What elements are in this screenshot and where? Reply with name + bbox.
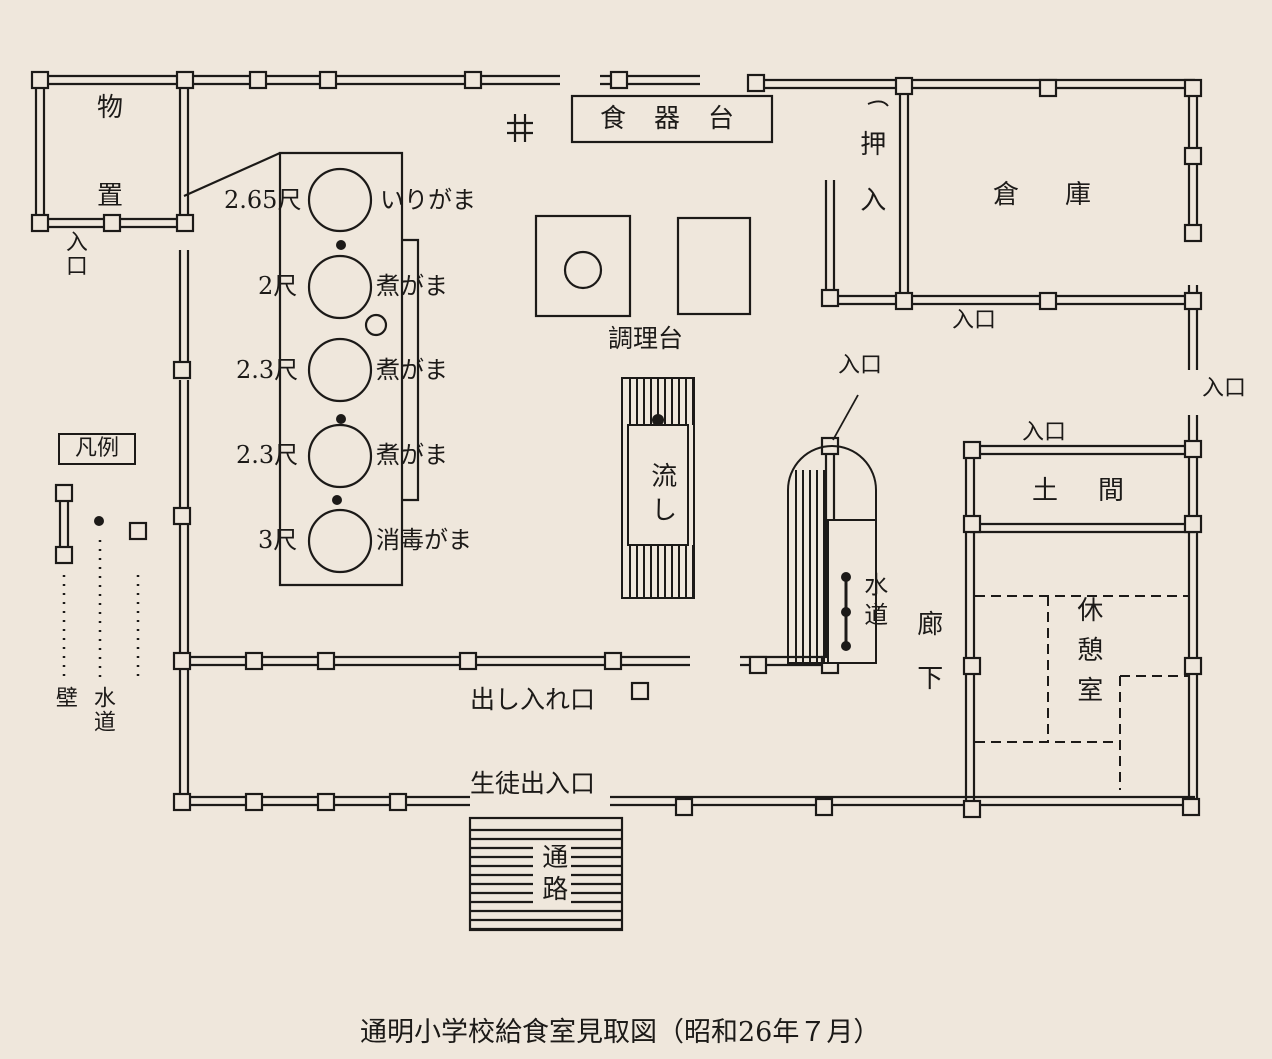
cauldron-name-1: いりがま [380, 186, 476, 214]
legend-title: 凡例 [58, 433, 136, 465]
rest-room-dashed [975, 595, 1190, 790]
cauldron-name-4: 煮がま [376, 441, 448, 469]
dirt-floor-label: 土間 [1032, 476, 1165, 506]
legend [54, 483, 148, 565]
sink-label: 流し [642, 462, 680, 530]
cauldron-size-2: 2尺 [258, 272, 298, 300]
well-symbol [507, 114, 533, 142]
water-main-label: 水道 [859, 572, 888, 632]
stove-burner [563, 250, 603, 290]
cauldron-size-1: 2.65尺 [224, 186, 302, 214]
cooking-stove [534, 214, 632, 318]
small-pot [364, 313, 388, 337]
cauldron-size-3: 2.3尺 [236, 356, 299, 384]
posts [30, 70, 1203, 819]
entrance-closet-label: 入口 [952, 308, 997, 333]
corridor-label: 廊下 [912, 610, 943, 718]
cauldron-3 [307, 337, 373, 403]
student-entrance-label: 生徒出入口 [470, 769, 596, 798]
cauldron-name-5: 消毒がま [376, 526, 472, 554]
rest-room-walls [964, 444, 1195, 810]
cauldron-2 [307, 254, 373, 320]
figure-caption: 通明小学校給食室見取図（昭和26年７月） [360, 1017, 881, 1048]
rest-room-label: 休憩室 [1072, 596, 1103, 716]
tableware-stand [570, 94, 774, 144]
entrance-right-label: 入口 [1202, 376, 1247, 401]
cauldron-name-2: 煮がま [376, 272, 448, 300]
sink-tap [652, 414, 664, 426]
storage-label-bottom: 置 [97, 181, 124, 211]
water-channel [787, 445, 877, 664]
cauldron-platform [278, 151, 420, 587]
tableware-stand-label: 食器台 [600, 104, 763, 134]
cauldron-size-5: 3尺 [258, 526, 298, 554]
cauldron-1 [307, 167, 373, 233]
entrance-dirt-floor-label: 入口 [1022, 420, 1067, 445]
cauldron-size-4: 2.3尺 [236, 441, 299, 469]
cauldrons [307, 167, 388, 574]
cooking-table-box [676, 216, 752, 316]
kitchen-left-wall [178, 250, 190, 810]
cooking-table-label: 調理台 [608, 324, 684, 353]
legend-water-label: 水道 [89, 686, 115, 734]
legend-wall-label: 壁 [51, 686, 77, 710]
closet-label: 押入 [855, 130, 886, 242]
serving-hatch-label: 出し入れ口 [470, 685, 596, 714]
cauldron-name-3: 煮がま [376, 356, 448, 384]
cauldron-4 [307, 423, 373, 489]
storage-label-top: 物 [97, 93, 124, 123]
warehouse-label: 倉庫 [993, 180, 1138, 210]
entrance-corridor-label: 入口 [838, 353, 883, 378]
passage-label: 通路 [533, 843, 571, 907]
water-taps [332, 240, 346, 505]
warehouse-walls [824, 90, 1195, 306]
entrance-storage-label: 入口 [61, 230, 87, 278]
diagonal-wall [183, 151, 281, 198]
cauldron-5 [307, 508, 373, 574]
